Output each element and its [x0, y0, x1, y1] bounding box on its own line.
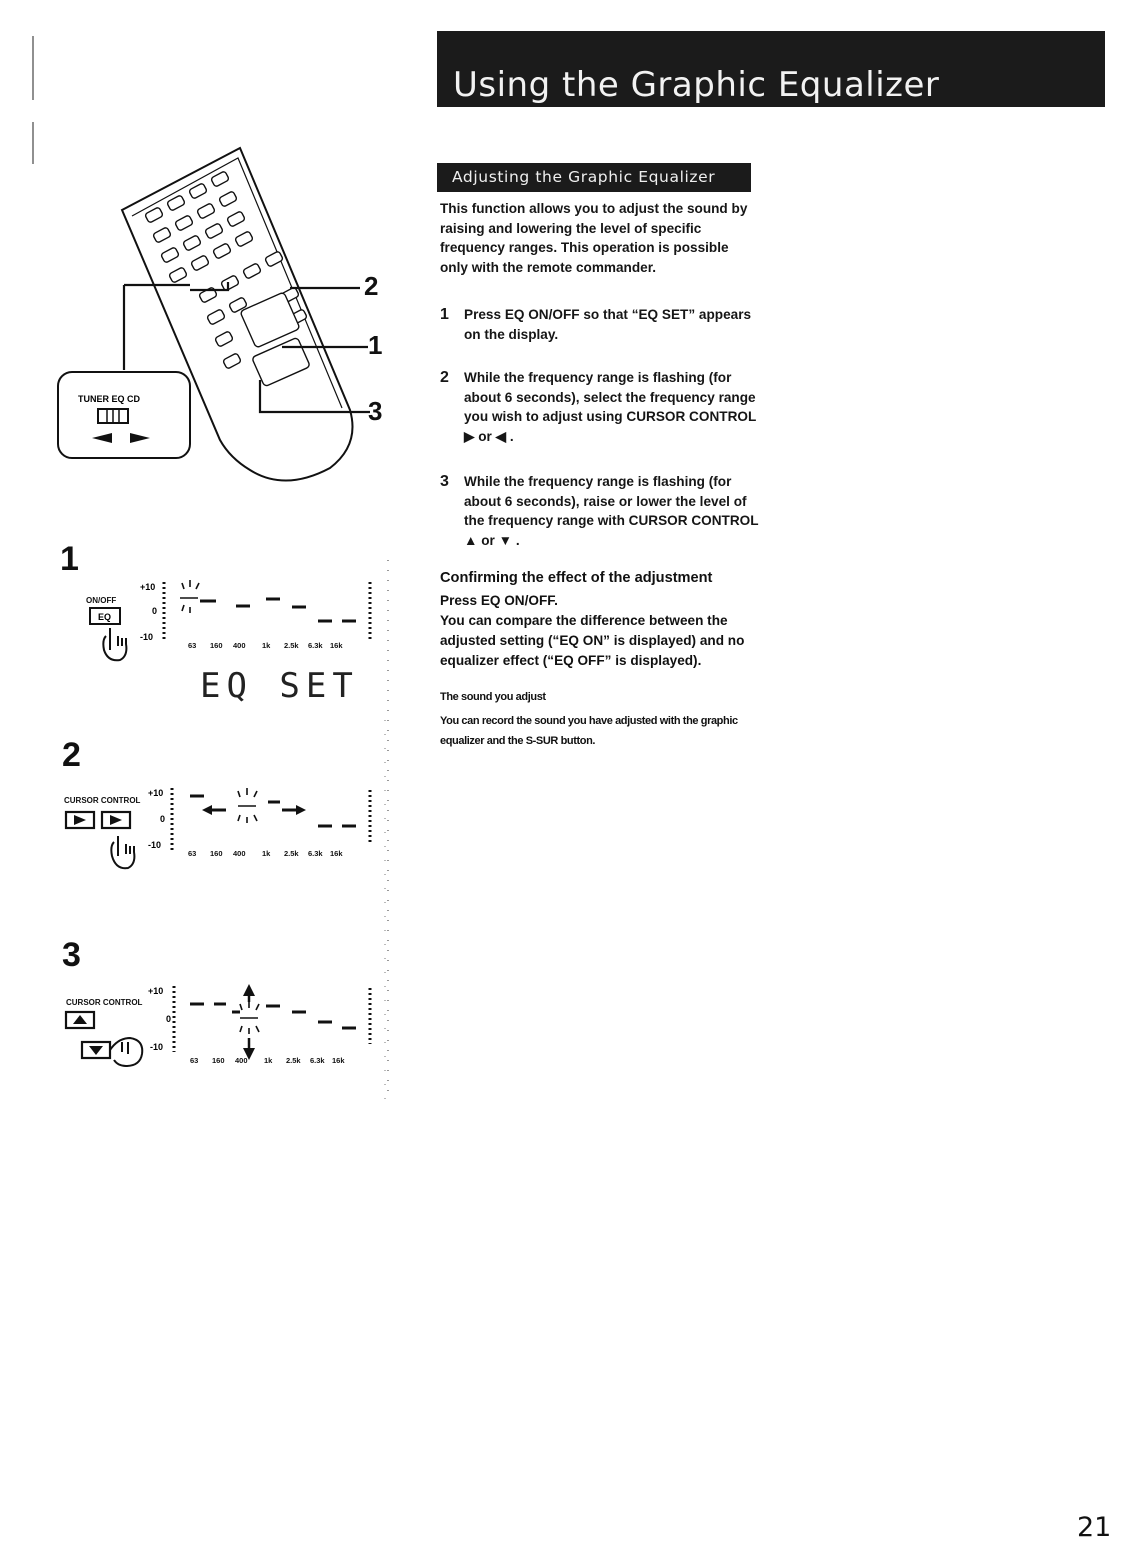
confirm-body: Press EQ ON/OFF. You can compare the dif…	[440, 591, 770, 671]
arrow-right-icon	[296, 805, 306, 815]
eq-key-label: EQ	[98, 612, 111, 622]
arrow-left-icon	[130, 433, 150, 443]
freq-label: 2.5k	[286, 1056, 301, 1065]
scale-mid: 0	[152, 606, 157, 616]
scale-mid: 0	[160, 814, 165, 824]
page-title: Using the Graphic Equalizer	[453, 65, 940, 105]
switch-label: TUNER EQ CD	[78, 394, 141, 404]
callout-labels: 2 1 3	[364, 271, 382, 426]
remote-commander-illustration: 2 1 3 TUNER EQ CD	[57, 146, 382, 482]
panel-3-button-label: CURSOR CONTROL	[66, 998, 143, 1007]
arrow-left-icon	[202, 805, 212, 815]
arrow-up-icon	[243, 984, 255, 996]
scan-edge-noise	[384, 560, 389, 1100]
step-number: 2	[440, 369, 449, 386]
freq-label: 1k	[264, 1056, 273, 1065]
note-body: You can record the sound you have adjust…	[440, 715, 738, 747]
step-text: While the frequency range is flashing (f…	[464, 370, 757, 444]
freq-label: 2.5k	[284, 641, 299, 650]
panel-1-number: 1	[60, 540, 79, 578]
step-number: 1	[440, 306, 449, 323]
scale-bottom: -10	[148, 840, 161, 850]
scale-top: +10	[140, 582, 155, 592]
panel-2-eq-display: +10 0 -10	[148, 788, 372, 850]
panel-3-number: 3	[62, 936, 81, 974]
panel-2-buttons-hand	[64, 810, 136, 870]
display-readout: EQ SET	[200, 666, 359, 706]
panel-3-buttons-hand	[64, 1010, 144, 1068]
scale-bottom: -10	[150, 1042, 163, 1052]
confirm-line-2: You can compare the difference between t…	[440, 613, 745, 668]
freq-label: 160	[210, 641, 223, 650]
freq-label: 400	[233, 849, 246, 858]
freq-label: 6.3k	[310, 1056, 325, 1065]
freq-label: 63	[188, 641, 197, 650]
remote-buttons	[144, 171, 310, 387]
hand-icon	[102, 628, 128, 662]
step-text: While the frequency range is flashing (f…	[464, 474, 759, 548]
section-title: Adjusting the Graphic Equalizer	[452, 168, 716, 186]
freq-label: 400	[233, 641, 246, 650]
hand-icon	[109, 1036, 144, 1068]
freq-label: 63	[188, 849, 197, 858]
scale-top: +10	[148, 986, 163, 996]
freq-label: 160	[212, 1056, 225, 1065]
freq-label: 16k	[330, 849, 343, 858]
arrow-up-icon	[73, 1015, 87, 1024]
arrow-right-icon	[92, 433, 112, 443]
confirm-line-1: Press EQ ON/OFF.	[440, 593, 558, 608]
callout-3: 3	[368, 396, 382, 426]
step-text: Press EQ ON/OFF so that “EQ SET” appears…	[464, 307, 752, 342]
freq-label: 400	[235, 1056, 248, 1065]
note-heading: The sound you adjust	[440, 691, 546, 703]
flash-indicator-icon	[180, 580, 200, 613]
panel-2-number: 2	[62, 736, 81, 774]
remote-body	[120, 146, 354, 482]
panel-1-button-label: ON/OFF	[86, 596, 117, 605]
page-number: 21	[1077, 1512, 1112, 1543]
freq-label: 6.3k	[308, 849, 323, 858]
freq-label: 63	[190, 1056, 199, 1065]
panel-1-eq-display: +10 0 -10	[140, 580, 372, 642]
callout-2: 2	[364, 271, 378, 301]
intro-paragraph: This function allows you to adjust the s…	[440, 201, 748, 275]
flash-indicator-icon	[239, 1002, 260, 1034]
freq-label: 1k	[262, 641, 271, 650]
hand-icon	[110, 836, 136, 870]
freq-label: 16k	[330, 641, 343, 650]
callout-1: 1	[368, 330, 382, 360]
arrow-down-icon	[243, 1048, 255, 1060]
scale-bottom: -10	[140, 632, 153, 642]
panel-2-button-label: CURSOR CONTROL	[64, 796, 141, 805]
eq-button	[89, 607, 121, 625]
section-title-bar: Adjusting the Graphic Equalizer	[437, 163, 751, 192]
freq-label: 16k	[332, 1056, 345, 1065]
arrow-left-icon	[74, 815, 86, 825]
scale-mid: 0	[166, 1014, 171, 1024]
page-title-bar: Using the Graphic Equalizer	[437, 31, 1105, 107]
panel-3-eq-display: +10 0 -10	[148, 984, 372, 1060]
freq-label: 2.5k	[284, 849, 299, 858]
scan-edge-mark	[32, 36, 34, 164]
panel-1-button-hand: EQ	[89, 607, 128, 662]
confirm-heading: Confirming the effect of the adjustment	[440, 570, 713, 586]
freq-label: 160	[210, 849, 223, 858]
flash-indicator-icon	[237, 788, 258, 823]
freq-label: 1k	[262, 849, 271, 858]
function-switch-inset: TUNER EQ CD	[57, 371, 191, 459]
freq-label: 6.3k	[308, 641, 323, 650]
scale-top: +10	[148, 788, 163, 798]
arrow-right-icon	[110, 815, 122, 825]
step-number: 3	[440, 473, 449, 490]
callout-lines	[122, 282, 370, 414]
arrow-down-icon	[89, 1046, 103, 1055]
